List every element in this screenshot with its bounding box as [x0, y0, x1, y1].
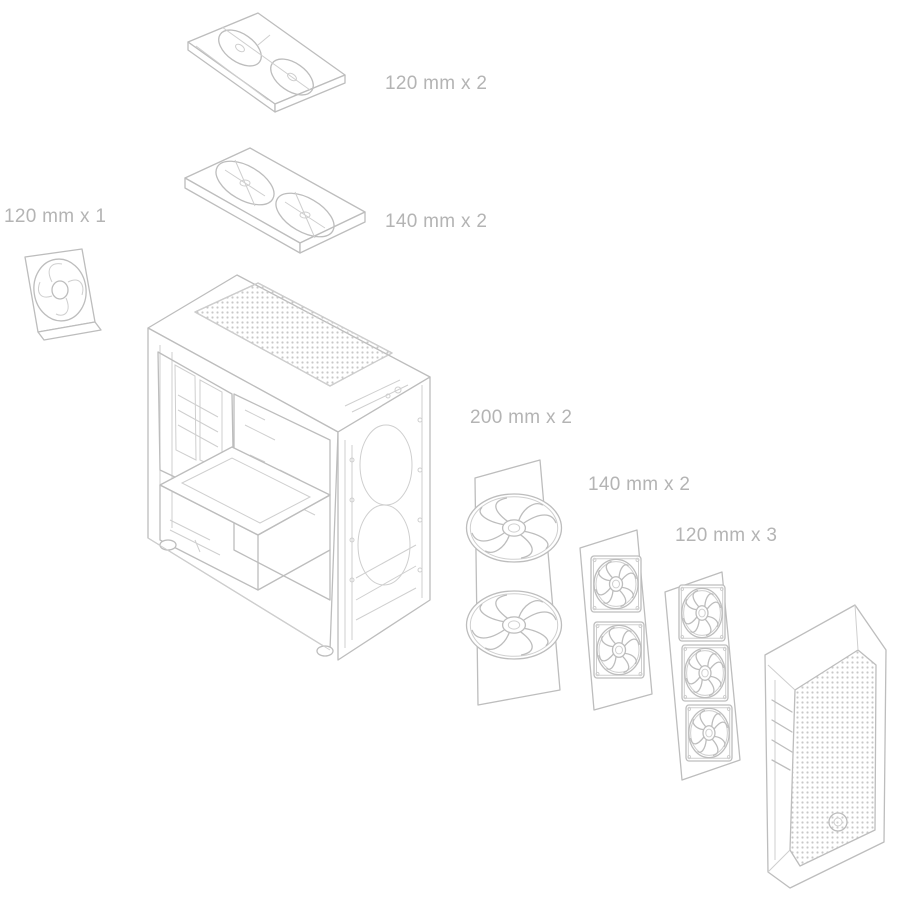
top-fan-140-pair [185, 148, 365, 253]
label-rear-120: 120 mm x 1 [4, 206, 107, 227]
label-front-200: 200 mm x 2 [470, 407, 573, 428]
front-fan-140-pair [580, 530, 652, 710]
label-top-140: 140 mm x 2 [385, 211, 488, 232]
rear-fan-120 [25, 249, 101, 340]
pc-case [148, 275, 430, 660]
label-front-120: 120 mm x 3 [675, 525, 778, 546]
front-panel [765, 605, 886, 888]
front-fan-200-pair [465, 460, 563, 705]
label-top-120: 120 mm x 2 [385, 73, 488, 94]
front-fan-120-trio [665, 572, 740, 780]
label-front-140: 140 mm x 2 [588, 474, 691, 495]
top-fan-120-pair [188, 13, 345, 112]
